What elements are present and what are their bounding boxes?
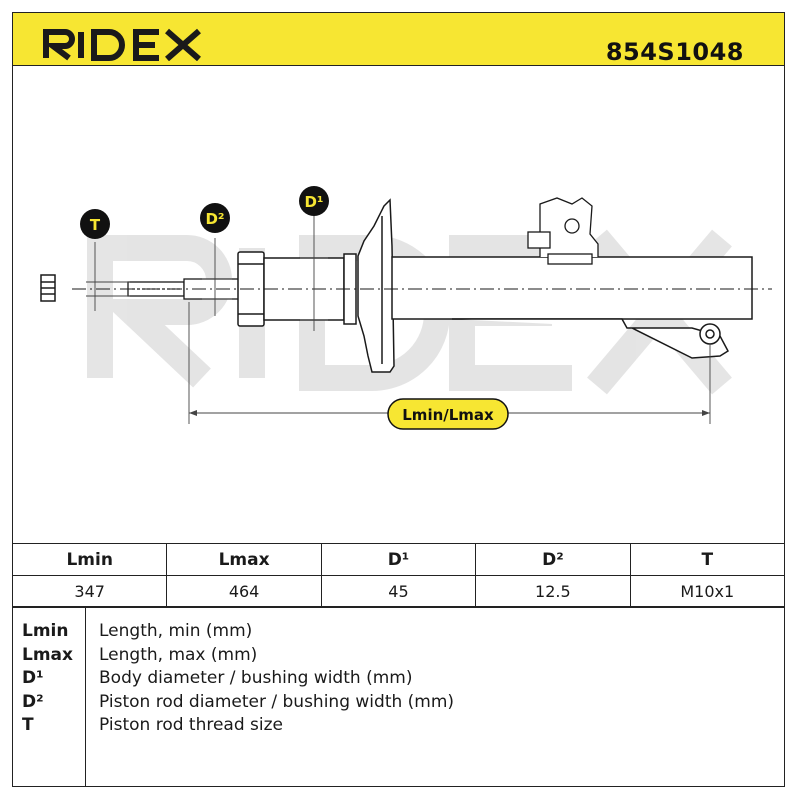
legend-key: Lmax [22,645,73,665]
spec-header-row: Lmin Lmax D¹ D² T [11,543,786,576]
spec-value-t: M10x1 [629,575,786,608]
legend-box: Lmin Length, min (mm) Lmax Length, max (… [12,606,785,787]
legend-key: D² [22,692,44,712]
legend-desc: Length, min (mm) [99,621,253,641]
spec-value-d2: 12.5 [475,575,631,608]
label-length: Lmin/Lmax [387,398,509,430]
legend-key: Lmin [22,621,69,641]
dimension-arrows [189,410,710,416]
legend-row: D² Piston rod diameter / bushing width (… [13,692,784,715]
label-d2-text: D² [205,210,224,228]
spec-value-d1: 45 [320,575,477,608]
ridex-logo [43,28,201,61]
legend-row: D¹ Body diameter / bushing width (mm) [13,668,784,691]
spec-table: Lmin Lmax D¹ D² T 347 464 45 12.5 M10x1 [11,543,786,608]
label-d2: D² [200,203,230,233]
label-length-text: Lmin/Lmax [402,406,494,424]
label-d1-text: D¹ [304,193,323,211]
hose-bracket [527,197,599,265]
spec-header-lmin: Lmin [11,543,168,576]
legend-row: T Piston rod thread size [13,715,784,738]
spec-value-row: 347 464 45 12.5 M10x1 [11,575,786,608]
label-t: T [80,209,110,239]
legend-key: D¹ [22,668,44,688]
legend-desc: Piston rod diameter / bushing width (mm) [99,692,455,712]
legend-row: Lmax Length, max (mm) [13,645,784,668]
spec-value-lmin: 347 [11,575,168,608]
nut-icon [40,274,56,302]
shock-absorber-drawing: T D² D¹ Lmin/Lmax [40,186,772,430]
spec-value-lmax: 464 [166,575,322,608]
label-t-text: T [90,216,101,234]
legend-key: T [22,715,34,735]
header-bar: 854S1048 [12,12,785,66]
spec-header-lmax: Lmax [166,543,322,576]
spec-header-d1: D¹ [320,543,477,576]
spec-header-t: T [629,543,786,576]
legend-divider [85,607,86,786]
legend-desc: Length, max (mm) [99,645,258,665]
spring-seat [357,198,395,373]
spec-header-d2: D² [475,543,631,576]
label-d1: D¹ [299,186,329,216]
legend-desc: Piston rod thread size [99,715,284,735]
legend-desc: Body diameter / bushing width (mm) [99,668,413,688]
body-tube [391,256,753,359]
part-number: 854S1048 [605,38,744,66]
legend-row: Lmin Length, min (mm) [13,621,784,644]
